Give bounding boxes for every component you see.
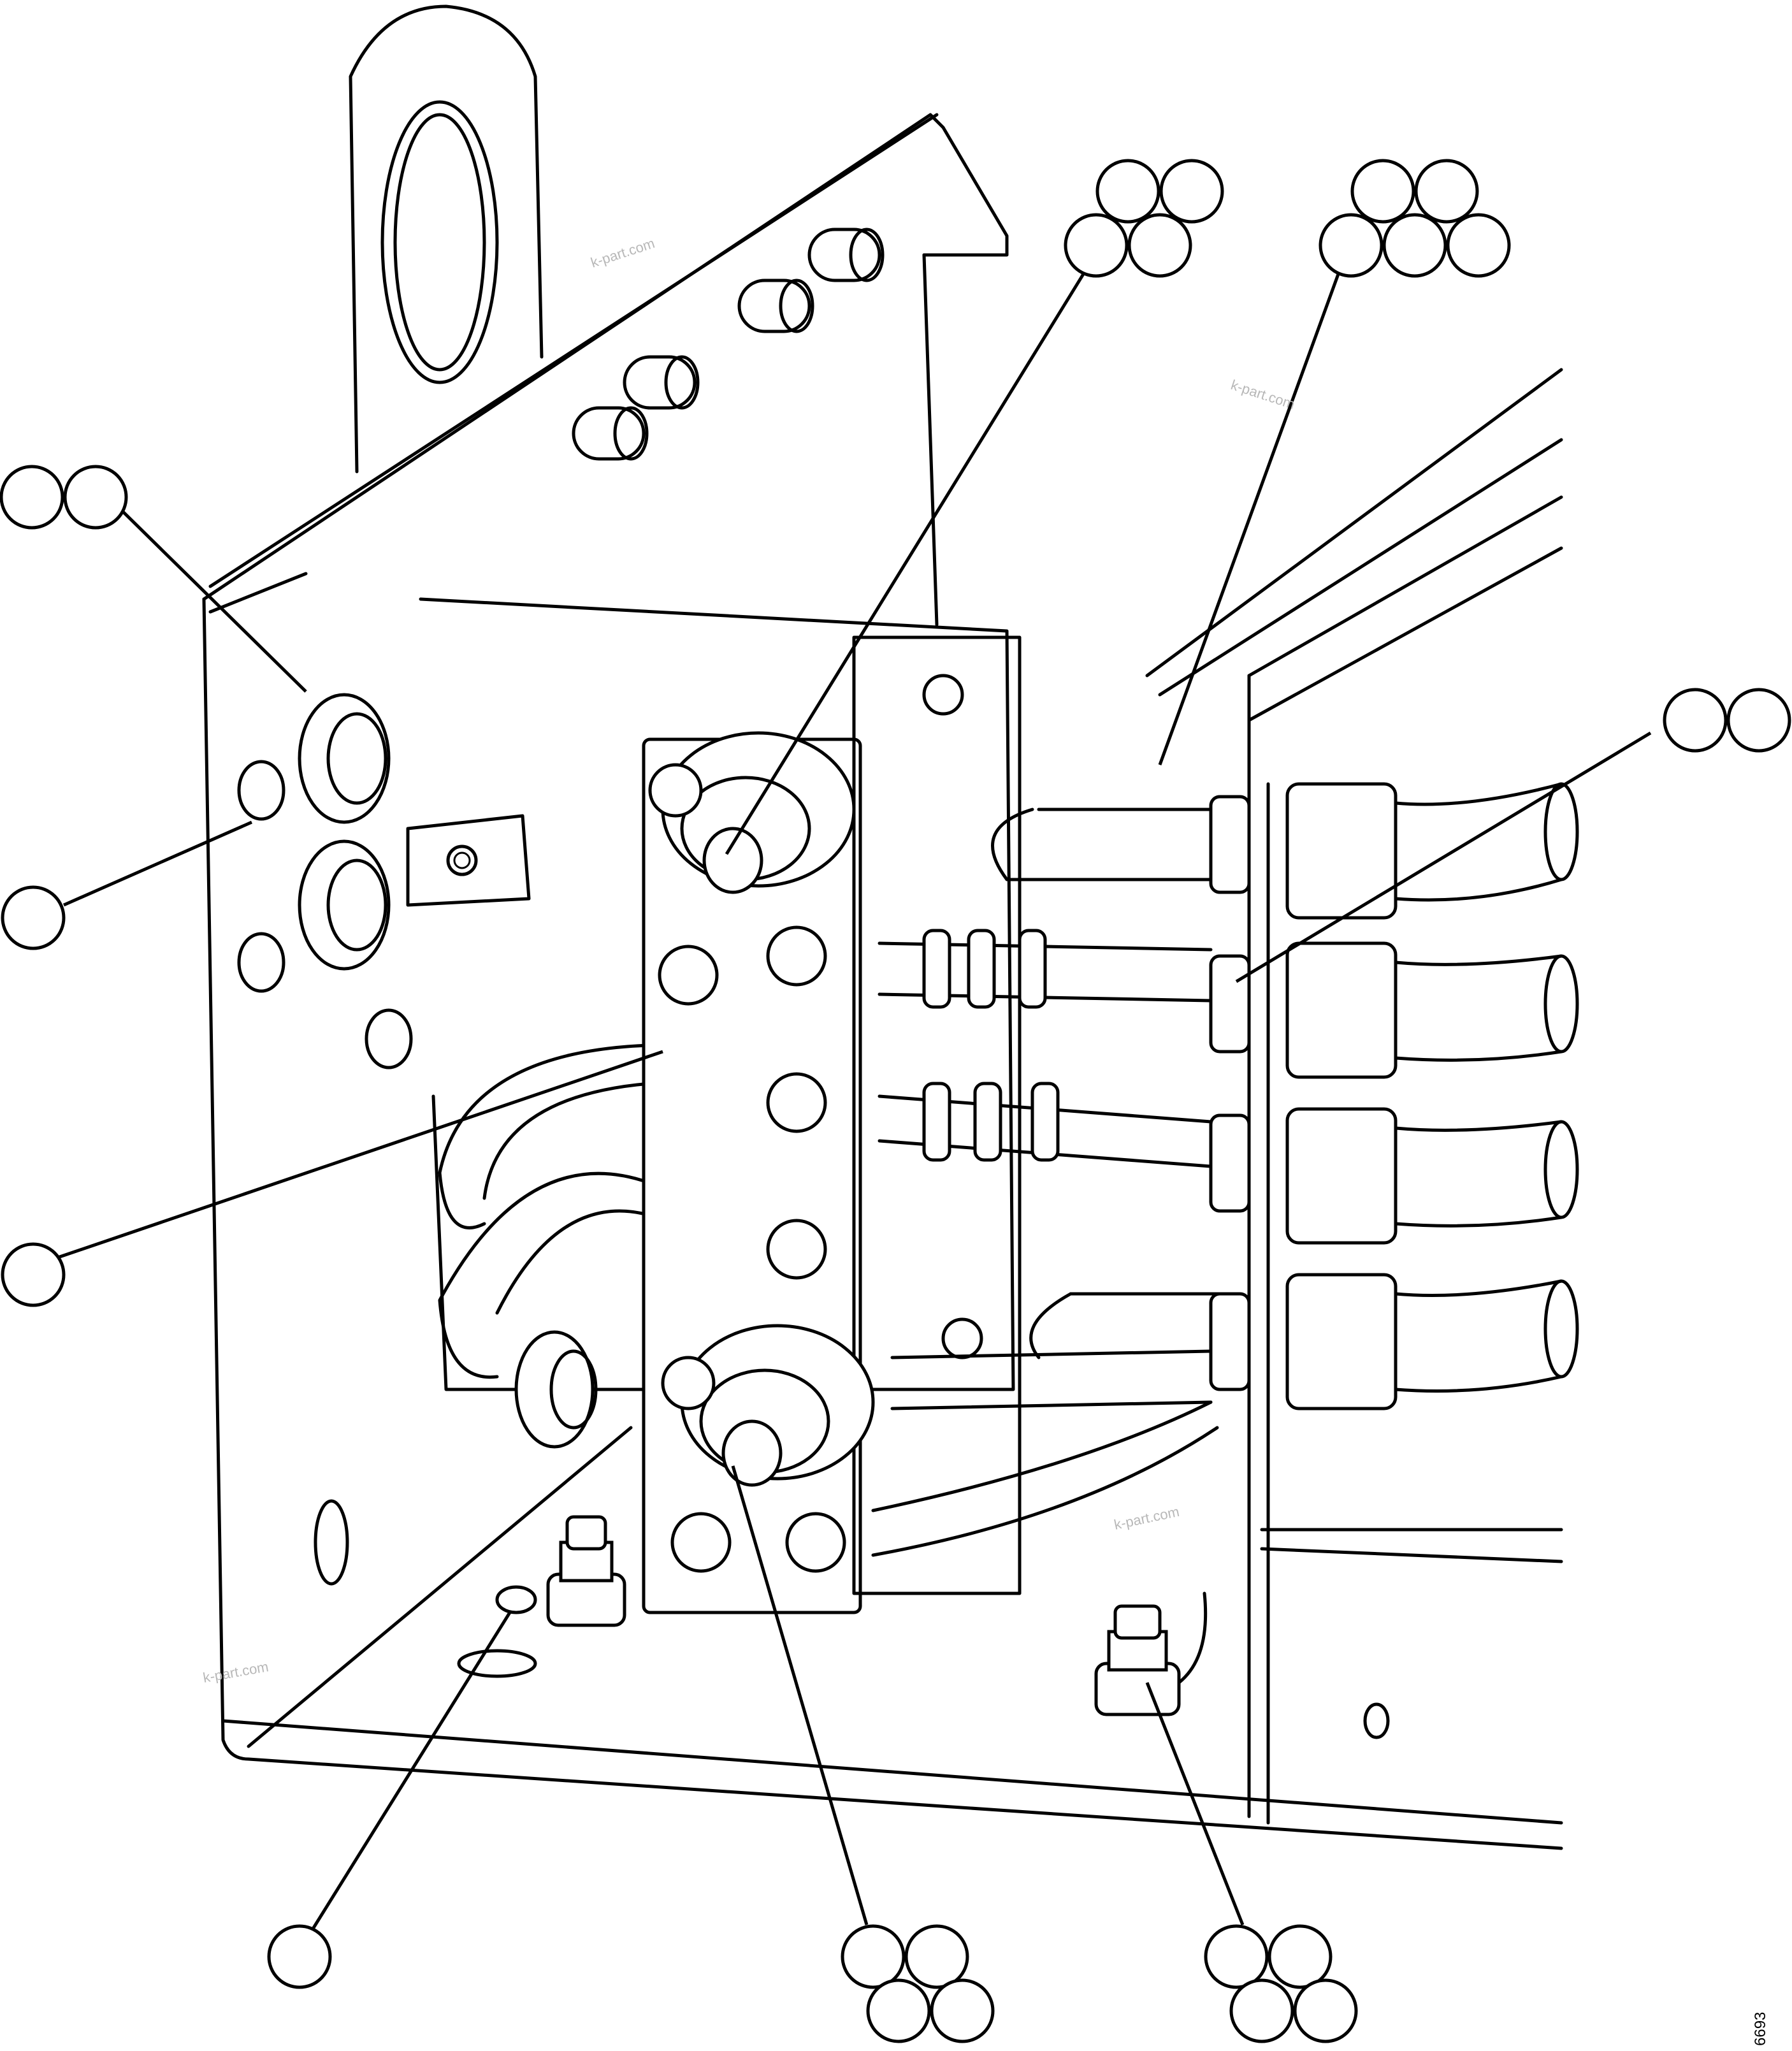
callout-group-top-center: [1064, 159, 1224, 278]
callout-bubble: [63, 465, 128, 530]
terminal-stud-lower: [680, 1324, 875, 1487]
callout-bubble: [1127, 213, 1192, 278]
hose-clamps: [922, 929, 1060, 1162]
callout-group-top-right: [1319, 159, 1511, 278]
callout-bubble: [0, 465, 64, 530]
callout-bubble: [930, 1978, 995, 2043]
callout-group-left-middle: [1, 885, 66, 950]
callout-bubble: [267, 1924, 332, 1989]
callout-group-left-terminal-block: [1, 1242, 66, 1307]
callout-bubble: [1663, 688, 1728, 753]
terminal-nuts: [648, 674, 983, 1573]
hoses: [871, 808, 1225, 1557]
bulkhead-fittings: [1209, 782, 1579, 1410]
mounting-plate: [419, 597, 1015, 1391]
callout-bubble: [904, 1924, 969, 1989]
terminal-stud-upper: [661, 731, 856, 894]
callout-bubble: [1382, 213, 1447, 278]
lifting-eye: [349, 4, 544, 474]
hose-loop: [438, 1043, 658, 1379]
bracket: [406, 814, 531, 907]
callout-bubble: [1159, 159, 1224, 224]
callout-bubble: [1204, 1924, 1269, 1989]
drawing-reference: 6693: [1752, 2012, 1769, 2046]
standoffs: [572, 228, 885, 461]
callout-bubble: [866, 1978, 931, 2043]
enclosure-panel: [202, 113, 1563, 1850]
callout-bubble: [1726, 688, 1791, 753]
watermark: k-part.com: [589, 235, 657, 271]
callout-bubble: [1, 885, 66, 950]
ground-stud-right: [1094, 1591, 1390, 1739]
watermark: k-part.com: [1229, 377, 1297, 412]
callout-bubble: [1350, 159, 1415, 224]
callout-bubble: [1268, 1924, 1333, 1989]
callout-bubble: [1064, 213, 1129, 278]
callout-bubble: [1414, 159, 1479, 224]
watermark: k-part.com: [1113, 1504, 1181, 1533]
callout-bubble: [1, 1242, 66, 1307]
callout-bubble: [1319, 213, 1384, 278]
right-channel: [1145, 368, 1563, 1825]
callout-bubble: [1293, 1978, 1358, 2043]
terminal-block: [642, 635, 1022, 1614]
callout-bubble: [841, 1924, 906, 1989]
callout-group-right-fittings: [1663, 688, 1791, 753]
callout-group-bottom-right: [1204, 1924, 1358, 2043]
callout-bubble: [1446, 213, 1511, 278]
leader-lines: [44, 273, 1652, 1952]
watermark: k-part.com: [202, 1658, 270, 1686]
callout-bubble: [1095, 159, 1160, 224]
callout-bubble: [1229, 1978, 1294, 2043]
callout-group-bottom-center: [841, 1924, 995, 2043]
callout-group-bottom-left: [267, 1924, 332, 1989]
left-fittings: [237, 693, 598, 1586]
callout-group-upper-left: [0, 465, 128, 530]
ground-stud-left: [457, 1515, 626, 1678]
